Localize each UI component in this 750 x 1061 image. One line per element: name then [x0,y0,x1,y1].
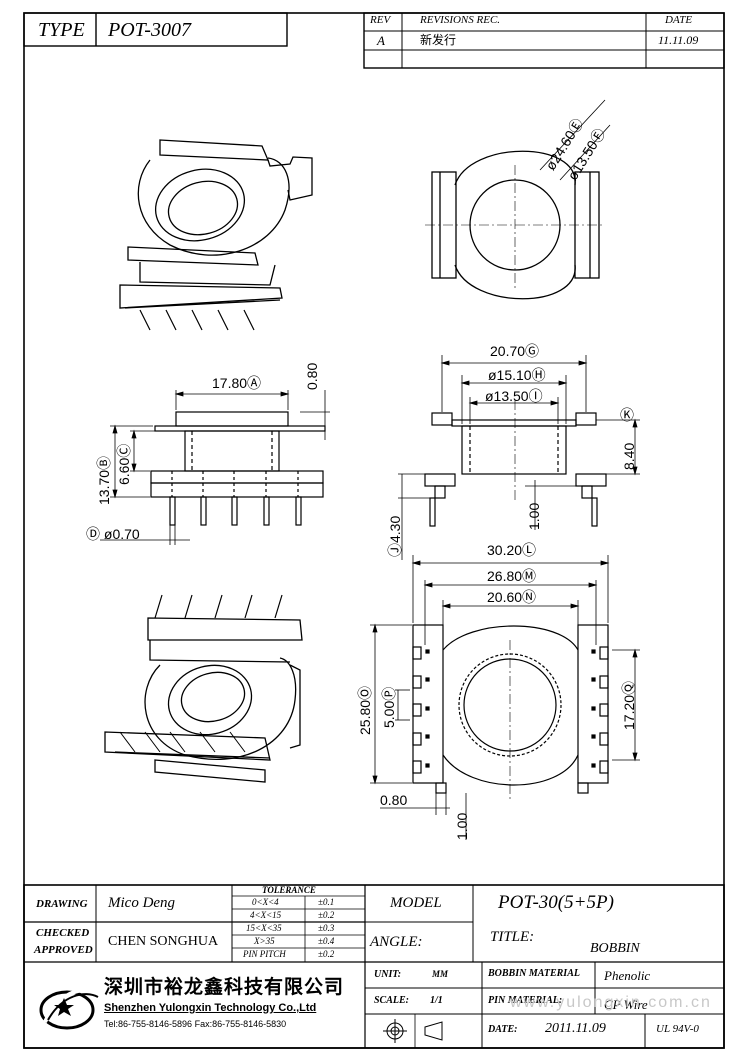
watermark: www.yulongxin.com.cn [510,994,712,1011]
bottom-view-dimensions [370,555,640,840]
tolerance-range: 0<X<4 [252,897,279,907]
front-view-dimensions [398,355,640,560]
side-view-dimensions [100,390,330,545]
tolerance-range: 4<X<15 [250,910,282,920]
dim-k-value: 8.40 [621,442,637,470]
dim-b: 13.70Ⓑ [96,455,112,505]
rev-value: A [377,33,385,48]
dim-d: Ⓓ ø0.70 [86,526,140,542]
dim-c: 6.60Ⓒ [116,443,132,485]
dim-o: 25.80Ⓞ [357,685,373,735]
checked-value: CHEN SONGHUA [108,934,219,949]
revisions-header: REVISIONS REC. [420,14,501,26]
side-view [150,411,326,526]
dim-m: 26.80Ⓜ [487,568,537,584]
date-label: DATE: [488,1024,518,1035]
revision-date: 11.11.09 [658,33,699,47]
company-logo [39,988,102,1030]
dim-g: 20.70Ⓖ [490,343,540,359]
drawing-label: DRAWING [36,898,88,910]
tolerance-value: ±0.2 [318,949,335,959]
tolerance-value: ±0.4 [318,936,335,946]
tolerance-title: TOLERANCE [262,885,316,895]
tolerance-range: PIN PITCH [243,949,286,959]
title-value: BOBBIN [590,941,640,956]
tolerance-range: X>35 [254,936,275,946]
revision-table [363,12,725,69]
dim-q: 17.20Ⓠ [621,680,637,730]
dim-bottom-height: 1.00 [454,812,470,840]
dim-h: ø15.10Ⓗ [488,367,546,383]
checked-label: CHECKED [36,927,90,939]
dim-top-thk: 0.80 [304,362,320,390]
type-label: TYPE [38,19,85,41]
pin-material-value: CP Wire [604,997,648,1012]
title-label: TITLE: [490,929,535,945]
tolerance-value: ±0.2 [318,910,335,920]
scale-label: SCALE: [374,995,410,1006]
dim-pin-length: 1.00 [526,502,542,530]
isometric-view-top [119,139,313,331]
dim-i: ø13.50Ⓘ [485,388,543,404]
dim-j: Ⓙ4.30 [387,515,403,557]
model-value: POT-30(5+5P) [498,892,614,913]
dim-l: 30.20Ⓛ [487,542,537,558]
date-value: 2011.11.09 [545,1021,606,1036]
bottom-view [412,624,609,800]
scale-value: 1/1 [430,995,443,1006]
drawing-value: Mico Deng [108,895,176,911]
tolerance-value: ±0.1 [318,897,335,907]
isometric-view-bottom [104,594,303,783]
approved-label: APPROVED [34,944,93,956]
front-view [424,400,607,527]
title-block [23,884,725,1049]
ul-rating: UL 94V-0 [656,1023,699,1035]
type-box [23,12,288,47]
model-label: MODEL [390,895,442,911]
bobbin-material-value: Phenolic [604,968,651,983]
dim-p: 5.00Ⓟ [381,686,397,728]
dim-k: Ⓚ [620,407,634,423]
projection-symbol [383,1019,443,1043]
angle-label: ANGLE: [370,934,423,950]
dim-a: 17.80Ⓐ [212,375,262,391]
company-name-cn: 深圳市裕龙鑫科技有限公司 [104,976,345,998]
top-view [425,99,611,300]
dim-bottom-width: 0.80 [380,792,408,808]
company-name-en: Shenzhen Yulongxin Technology Co.,Ltd [104,1002,317,1014]
date-header: DATE [665,14,693,26]
unit-value: MM [432,969,449,979]
type-value: POT-3007 [108,19,191,41]
bobbin-material-label: BOBBIN MATERIAL [488,968,580,979]
unit-label: UNIT: [374,969,402,980]
tolerance-range: 15<X<35 [246,923,282,933]
rev-header: REV [370,14,391,26]
company-contact: Tel:86-755-8146-5896 Fax:86-755-8146-583… [104,1019,287,1029]
pin-material-label: PIN MATERIAL: [488,995,563,1006]
dim-n: 20.60Ⓝ [487,589,537,605]
tolerance-value: ±0.3 [318,923,335,933]
revision-text: 新发行 [420,33,457,47]
